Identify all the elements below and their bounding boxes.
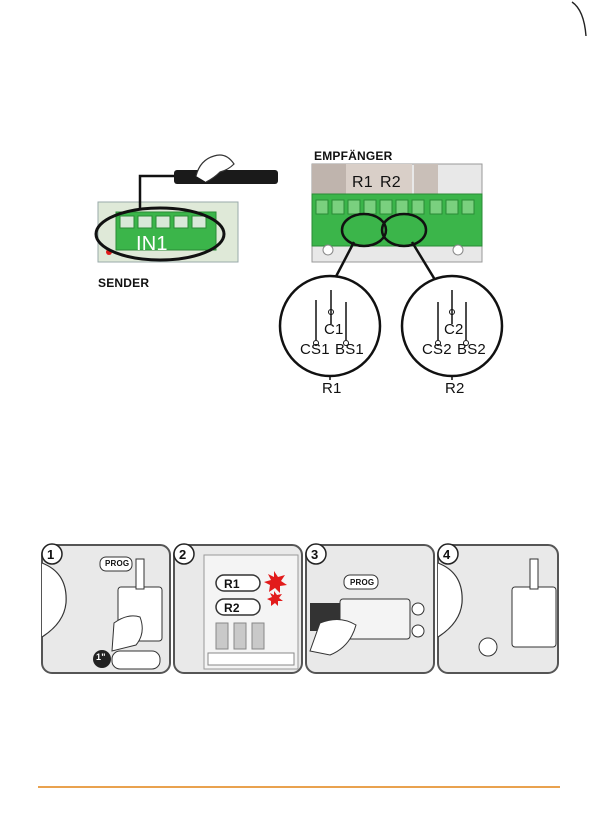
relay1-board-label: R1 — [352, 174, 373, 192]
relay1-cs-label: CS1 — [300, 341, 330, 358]
step-2-relay2-label: R2 — [224, 601, 240, 615]
relay1-c-label: C1 — [324, 321, 344, 338]
step-3-prog-label: PROG — [350, 578, 374, 587]
step-2-relay1-label: R1 — [224, 577, 240, 591]
step-1-prog-label: PROG — [105, 559, 129, 568]
sender-board — [96, 155, 278, 262]
step-4-panel — [438, 544, 558, 673]
wiring-diagram — [0, 130, 596, 430]
footer-divider — [38, 786, 560, 788]
relay2-bs-label: BS2 — [457, 341, 486, 358]
page-corner-mark — [570, 0, 590, 40]
relay2-name-label: R2 — [445, 380, 465, 397]
relay2-c-label: C2 — [444, 321, 464, 338]
sender-terminal-label: IN1 — [136, 233, 168, 256]
step-1-number: 1 — [47, 547, 54, 562]
step-3-number: 3 — [311, 547, 318, 562]
step-1-timer-label: 1" — [96, 652, 106, 662]
relay1-bs-label: BS1 — [335, 341, 364, 358]
receiver-title: EMPFÄNGER — [314, 149, 392, 163]
step-2-number: 2 — [179, 547, 186, 562]
step-3-panel — [306, 544, 434, 673]
relay2-board-label: R2 — [380, 174, 401, 192]
step-4-number: 4 — [443, 547, 450, 562]
speaker-icon — [479, 638, 497, 656]
sender-antenna — [174, 170, 278, 184]
sender-caption: SENDER — [98, 276, 149, 290]
relay1-name-label: R1 — [322, 380, 342, 397]
relay2-cs-label: CS2 — [422, 341, 452, 358]
